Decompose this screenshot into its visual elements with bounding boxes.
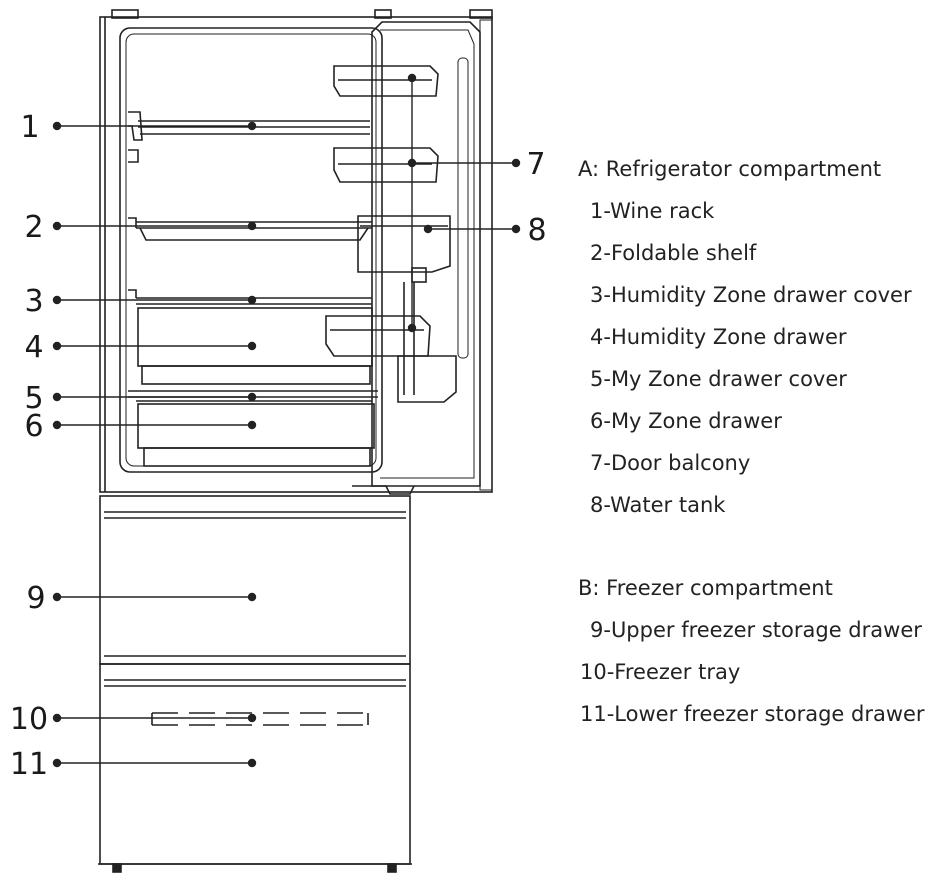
callout-numbers: 1 2 3 4 5 6 7 8 9 10 11 [10, 110, 547, 782]
callout-dot-9b [247, 592, 257, 602]
legend-item: 1-Wine rack [590, 199, 715, 223]
callout-dot-5b [247, 392, 257, 402]
legend-title-a: A: Refrigerator compartment [578, 157, 882, 181]
callout-dot-6b [247, 420, 257, 430]
fridge-drawing [98, 9, 493, 873]
callout-dot-1b [247, 121, 257, 131]
callout-dot-4a [52, 341, 62, 351]
legend-item: 11-Lower freezer storage drawer [580, 702, 925, 726]
freezer-tray-shape [152, 712, 368, 726]
callout-dot-3a [52, 295, 62, 305]
callout-dot-10b [247, 713, 257, 723]
legend-item: 10-Freezer tray [580, 660, 741, 684]
callout-dot-7-end [511, 158, 521, 168]
callout-dot-5a [52, 392, 62, 402]
callout-dot-7-bot [407, 323, 417, 333]
legend-item: 2-Foldable shelf [590, 241, 757, 265]
water-tank-shape [357, 215, 457, 403]
callout-11: 11 [10, 747, 48, 782]
callout-10: 10 [10, 702, 48, 737]
callout-dot-8b [511, 224, 521, 234]
legend-item: 7-Door balcony [590, 451, 751, 475]
legend-item: 6-My Zone drawer [590, 409, 782, 433]
fridge-inner-liner [119, 27, 383, 473]
callout-dot-1a [52, 121, 62, 131]
callout-dot-10a [52, 713, 62, 723]
callout-9: 9 [26, 581, 45, 616]
door-shape [371, 19, 493, 491]
callout-dot-9a [52, 592, 62, 602]
callout-dot-8a [423, 224, 433, 234]
callout-dot-11a [52, 758, 62, 768]
callout-dot-6a [52, 420, 62, 430]
callout-8: 8 [527, 213, 546, 248]
legend: A: Refrigerator compartment 1-Wine rack … [578, 0, 951, 877]
callout-7: 7 [526, 147, 545, 182]
callout-6: 6 [24, 409, 43, 444]
leader-lines [52, 73, 521, 768]
callout-3: 3 [24, 284, 43, 319]
cabinet-outline [99, 16, 493, 493]
legend-item: 9-Upper freezer storage drawer [590, 618, 922, 642]
callout-4: 4 [24, 330, 43, 365]
legend-item: 8-Water tank [590, 493, 726, 517]
door-balcony-shapes [325, 65, 439, 357]
legend-item: 5-My Zone drawer cover [590, 367, 847, 391]
legend-item: 4-Humidity Zone drawer [590, 325, 847, 349]
callout-dot-3b [247, 295, 257, 305]
freezer-upper-drawer-shape [99, 495, 411, 665]
callout-1: 1 [20, 110, 39, 145]
callout-dot-11b [247, 758, 257, 768]
legend-title-b: B: Freezer compartment [578, 576, 833, 600]
callout-2: 2 [24, 210, 43, 245]
callout-dot-2a [52, 221, 62, 231]
callout-dot-2b [247, 221, 257, 231]
callout-5: 5 [24, 381, 43, 416]
callout-dot-4b [247, 341, 257, 351]
legend-item: 3-Humidity Zone drawer cover [590, 283, 912, 307]
callout-dot-7-top [407, 73, 417, 83]
